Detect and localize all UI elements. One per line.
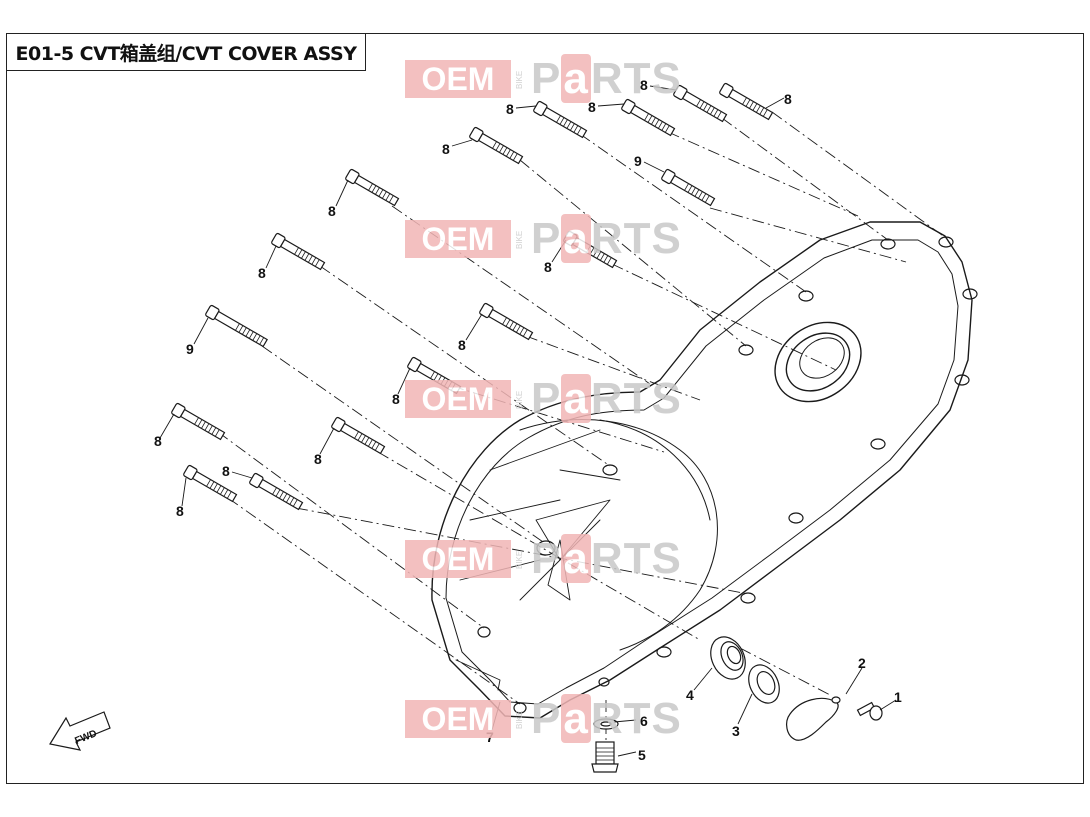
callout-2: 2	[858, 655, 866, 671]
cvt-cover-outline	[431, 221, 973, 719]
bolt-icon	[661, 168, 716, 207]
callout-8: 8	[258, 265, 266, 281]
callout-8: 8	[458, 337, 466, 353]
washer-icon	[593, 718, 619, 730]
callout-8: 8	[314, 451, 322, 467]
callout-9: 9	[186, 341, 194, 357]
callout-8: 8	[176, 503, 184, 519]
bolt-icon	[673, 84, 728, 123]
bolt-icon	[469, 126, 524, 165]
bolt-icon	[407, 356, 462, 395]
cover-bolt-bosses	[477, 236, 978, 714]
bolt-icon	[249, 472, 304, 511]
callout-5: 5	[638, 747, 646, 763]
callout-8: 8	[506, 101, 514, 117]
callout-3: 3	[732, 723, 740, 739]
drain-bolt-icon	[591, 741, 619, 773]
bolt-icon	[345, 168, 400, 207]
oil-seal-icon	[748, 664, 780, 704]
bolt-icon	[205, 304, 268, 348]
callout-8: 8	[784, 91, 792, 107]
callout-8: 8	[328, 203, 336, 219]
callout-9: 9	[634, 153, 642, 169]
bolt-icon	[479, 302, 534, 341]
callout-8: 8	[544, 259, 552, 275]
callout-8: 8	[392, 391, 400, 407]
callout-8: 8	[588, 99, 596, 115]
bolt-icon	[271, 232, 326, 271]
screw-icon	[856, 701, 883, 721]
callout-8: 8	[640, 77, 648, 93]
flange-bolts	[171, 82, 774, 511]
bolt-icon	[719, 82, 774, 121]
fwd-arrow-icon	[49, 711, 111, 751]
bolt-icon	[621, 98, 676, 137]
callout-6: 6	[640, 713, 648, 729]
callout-4: 4	[686, 687, 694, 703]
callout-1: 1	[894, 689, 902, 705]
bolt-icon	[533, 100, 588, 139]
cover-plate-icon	[786, 696, 841, 741]
diagram-frame	[6, 33, 1084, 784]
callout-8: 8	[442, 141, 450, 157]
bolt-icon	[331, 416, 386, 455]
callout-7: 7	[486, 729, 494, 745]
diagram-title: E01-5 CVT箱盖组/CVT COVER ASSY	[6, 33, 366, 71]
bolt-icon	[563, 230, 618, 269]
callout-8: 8	[222, 463, 230, 479]
bolt-icon	[171, 402, 226, 441]
callout-labels: 1 2 3 4 5 6 7 8 8 8 8 8 9 8 8 8 8 9 8 8 …	[154, 77, 902, 763]
bolt-icon	[183, 464, 238, 503]
bearing-icon	[710, 636, 746, 680]
callout-8: 8	[154, 433, 162, 449]
